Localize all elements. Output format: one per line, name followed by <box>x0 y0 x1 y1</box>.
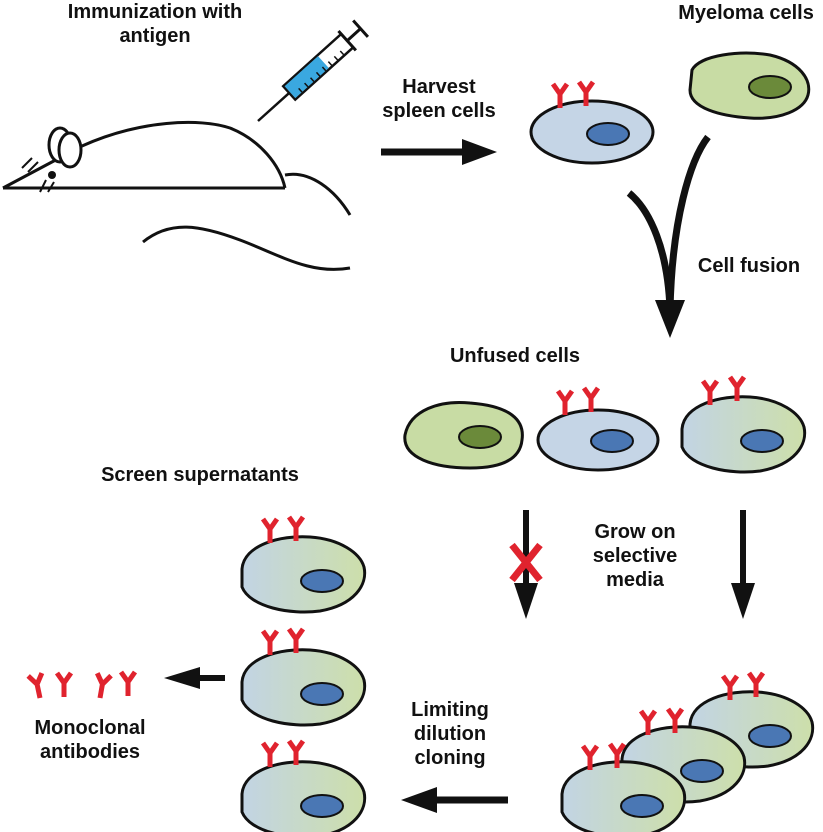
spleen-cell <box>529 82 655 165</box>
fusion-arrow <box>626 134 711 311</box>
antibody-icon <box>263 743 277 767</box>
monoclonal-label-line2: antibodies <box>39 741 140 763</box>
harvest-label-line1: Harvest <box>402 76 476 98</box>
clone-cell <box>240 517 367 614</box>
monoclonal-label-line1: Monoclonal <box>34 717 146 739</box>
screen-label: Screen supernatants <box>101 464 299 486</box>
immunization-label-line2: antigen <box>119 25 191 47</box>
syringe-icon <box>257 19 370 122</box>
myeloma-label: Myeloma cells <box>678 2 814 24</box>
antibody-icon <box>28 673 47 699</box>
unfused-spleen-cell <box>536 388 660 472</box>
mouse-icon <box>2 120 352 271</box>
harvest-label-line2: spleen cells <box>382 100 496 122</box>
red-x-icon <box>509 542 543 583</box>
antibody-icon <box>93 673 111 699</box>
grow-label-line1: Grow on <box>594 521 676 543</box>
limiting-label-line1: Limiting <box>411 699 489 721</box>
antibody-icon <box>558 391 572 415</box>
grow-label: Grow on selective media <box>575 520 695 592</box>
fusion-arrowhead <box>655 300 685 338</box>
unfused-label: Unfused cells <box>449 345 581 367</box>
antibody-icon <box>57 673 71 697</box>
antibody-icon <box>121 672 135 696</box>
immunization-label-line1: Immunization with <box>67 1 243 23</box>
limiting-label-line3: cloning <box>414 747 486 769</box>
antibody-icon <box>584 388 598 412</box>
antibody-icon <box>263 631 277 655</box>
limiting-label: Limiting dilution cloning <box>395 698 505 770</box>
immunization-label: Immunization with antigen <box>40 0 270 48</box>
myeloma-cell <box>688 51 811 120</box>
clone-cell <box>240 629 367 727</box>
harvest-arrow <box>381 139 497 165</box>
hybridoma-cluster <box>560 673 815 832</box>
cloning-arrow <box>401 787 508 813</box>
grow-label-line3: media <box>606 569 664 591</box>
blocked-arrow <box>514 510 538 619</box>
limiting-label-line2: dilution <box>413 723 487 745</box>
hybridoma-cell <box>680 377 807 474</box>
unfused-myeloma-cell <box>403 400 524 470</box>
monoclonal-label: Monoclonal antibodies <box>15 716 165 764</box>
fusion-label: Cell fusion <box>697 255 801 277</box>
monoclonal-antibodies <box>28 672 135 699</box>
harvest-label: Harvest spleen cells <box>364 75 514 123</box>
screen-arrow <box>164 667 225 689</box>
growth-arrow <box>731 510 755 619</box>
grow-label-line2: selective <box>592 545 678 567</box>
clone-cell <box>240 741 367 832</box>
